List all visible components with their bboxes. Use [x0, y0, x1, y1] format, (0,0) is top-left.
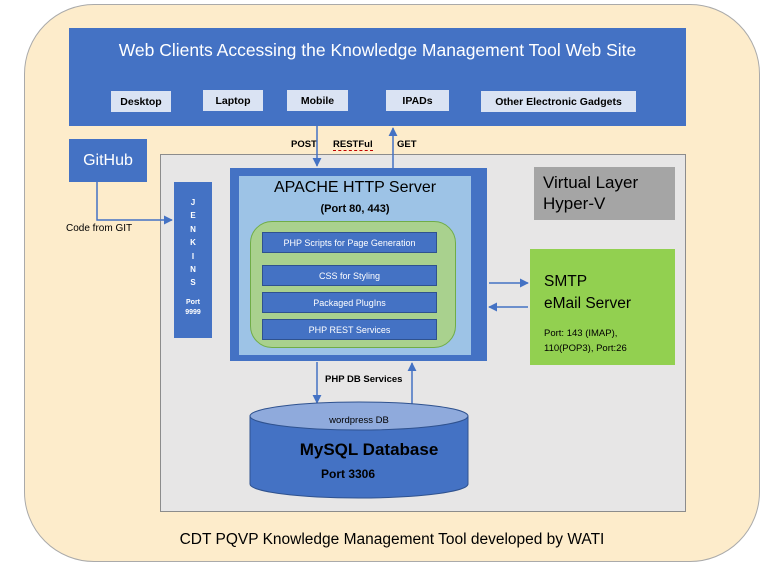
smtp-port-line2: 110(POP3), Port:26: [544, 343, 627, 354]
component-php-rest-services: PHP REST Services: [262, 319, 437, 340]
apache-server-port: (Port 80, 443): [320, 203, 390, 215]
mysql-database-cylinder: [249, 401, 469, 499]
device-other-gadgets: Other Electronic Gadgets: [481, 91, 636, 112]
virtual-layer-line2: Hyper-V: [543, 194, 606, 213]
web-clients-title: Web Clients Accessing the Knowledge Mana…: [118, 40, 637, 60]
github-box: GitHub: [69, 139, 147, 182]
mysql-database-port: Port 3306: [320, 467, 376, 481]
component-php-scripts: PHP Scripts for Page Generation: [262, 232, 437, 253]
device-laptop: Laptop: [203, 90, 263, 111]
device-ipads: IPADs: [386, 90, 449, 111]
smtp-port-line1: Port: 143 (IMAP),: [544, 328, 618, 339]
jenkins-port-label: Port: [186, 298, 200, 306]
jenkins-letter: E: [190, 211, 196, 221]
component-packaged-plugins: Packaged PlugIns: [262, 292, 437, 313]
virtual-layer-label: Virtual Layer Hyper-V: [534, 167, 675, 220]
post-label: POST: [291, 139, 317, 150]
jenkins-letter: N: [190, 265, 196, 275]
jenkins-port-value: 9999: [185, 308, 201, 316]
apache-server-title: APACHE HTTP Server: [273, 179, 437, 196]
jenkins-letter: N: [190, 224, 196, 234]
jenkins-letter: K: [190, 238, 196, 248]
device-desktop: Desktop: [111, 91, 171, 112]
mysql-database-title: MySQL Database: [299, 440, 439, 459]
jenkins-letter: J: [190, 198, 196, 207]
smtp-line2: eMail Server: [544, 295, 631, 312]
jenkins-letter: S: [190, 278, 196, 288]
code-from-git-label: Code from GIT: [66, 223, 133, 234]
wordpress-db-label: wordpress DB: [329, 415, 389, 426]
virtual-layer-line1: Virtual Layer: [543, 173, 639, 192]
jenkins-box: J E N K I N S Port 9999: [174, 182, 212, 338]
php-db-services-label: PHP DB Services: [325, 374, 403, 385]
get-label: GET: [397, 139, 417, 150]
jenkins-letter: I: [191, 251, 195, 261]
restful-label: RESTFul: [333, 139, 373, 151]
component-css-styling: CSS for Styling: [262, 265, 437, 286]
github-to-jenkins-arrow: [96, 182, 173, 225]
smtp-server-title: SMTP eMail Server: [544, 271, 631, 315]
footer-caption: CDT PQVP Knowledge Management Tool devel…: [179, 531, 605, 548]
smtp-server-box: [530, 249, 675, 365]
smtp-line1: SMTP: [544, 273, 588, 290]
smtp-server-ports: Port: 143 (IMAP), 110(POP3), Port:26: [544, 326, 670, 356]
device-mobile: Mobile: [287, 90, 348, 111]
